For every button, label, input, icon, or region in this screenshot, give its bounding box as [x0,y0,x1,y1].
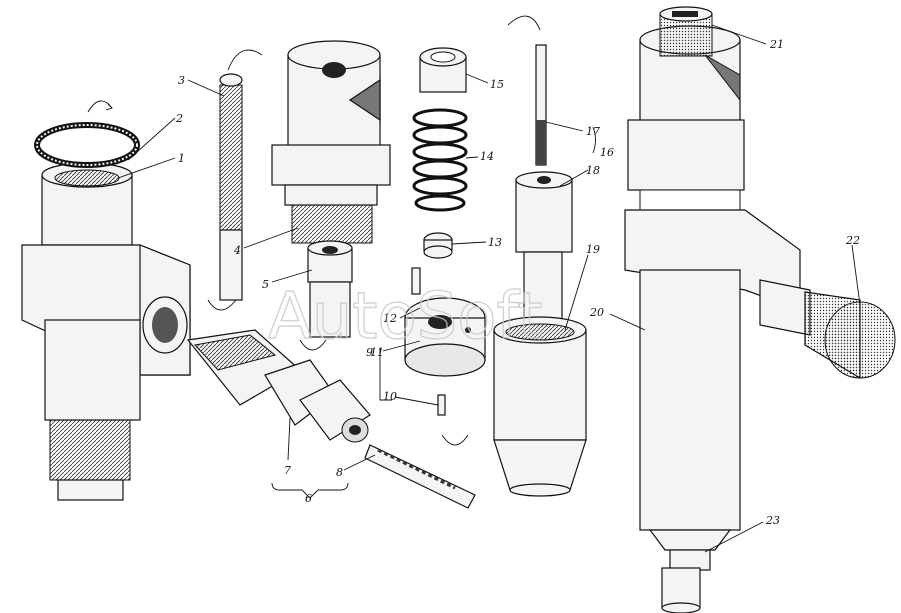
injector-body [21,162,191,501]
filter-rod [364,444,476,509]
callout-14: 14 [480,150,494,163]
rotation-arrow-icon [507,15,541,31]
threaded-stud [207,49,263,311]
callout-8: 8 [336,466,343,479]
callout-7: 7 [284,464,291,477]
callout-12: 12 [383,312,397,325]
adjusting-cap [659,6,713,57]
callout-3: 3 [178,74,185,87]
callout-16: 16 [600,146,614,159]
callout-22: 22 [845,234,860,247]
callout-15: 15 [490,78,504,91]
rotation-arrow-icon [227,49,263,71]
inlet-fitting [186,329,371,443]
spacer-disc-assembly [404,267,486,446]
adapter-fitting [299,240,353,351]
nozzle-body [515,171,573,321]
callout-20: 20 [589,306,604,319]
nozzle-holder-nut [271,40,391,244]
callout-labels: 1 2 3 4 5 6 7 8 9 10 11 12 13 14 15 16 1… [175,38,860,527]
nozzle-tip [661,567,701,613]
callout-13: 13 [488,236,502,249]
callout-17: 17 [586,125,600,138]
callout-9: 9 [366,346,373,359]
callout-2: 2 [175,112,183,125]
callout-23: 23 [765,514,780,527]
callout-1: 1 [178,152,185,165]
callout-5: 5 [262,278,269,291]
nozzle-cap-nut [493,316,587,497]
inlet-plug-cap [759,279,896,380]
callout-10: 10 [383,390,397,403]
watermark: AutoSoft [268,280,543,354]
nozzle-needle [507,15,547,166]
callout-4: 4 [233,244,241,257]
gasket-ring [34,100,140,168]
callout-11: 11 [370,346,384,359]
callout-18: 18 [586,164,600,177]
leader-lines [117,24,861,553]
rotation-arrow-icon [87,100,113,113]
callout-21: 21 [769,38,784,51]
spring-collar [419,47,467,93]
callout-6: 6 [305,492,312,505]
spring-plate [423,232,453,259]
compression-spring [412,108,468,212]
callout-19: 19 [586,243,600,256]
